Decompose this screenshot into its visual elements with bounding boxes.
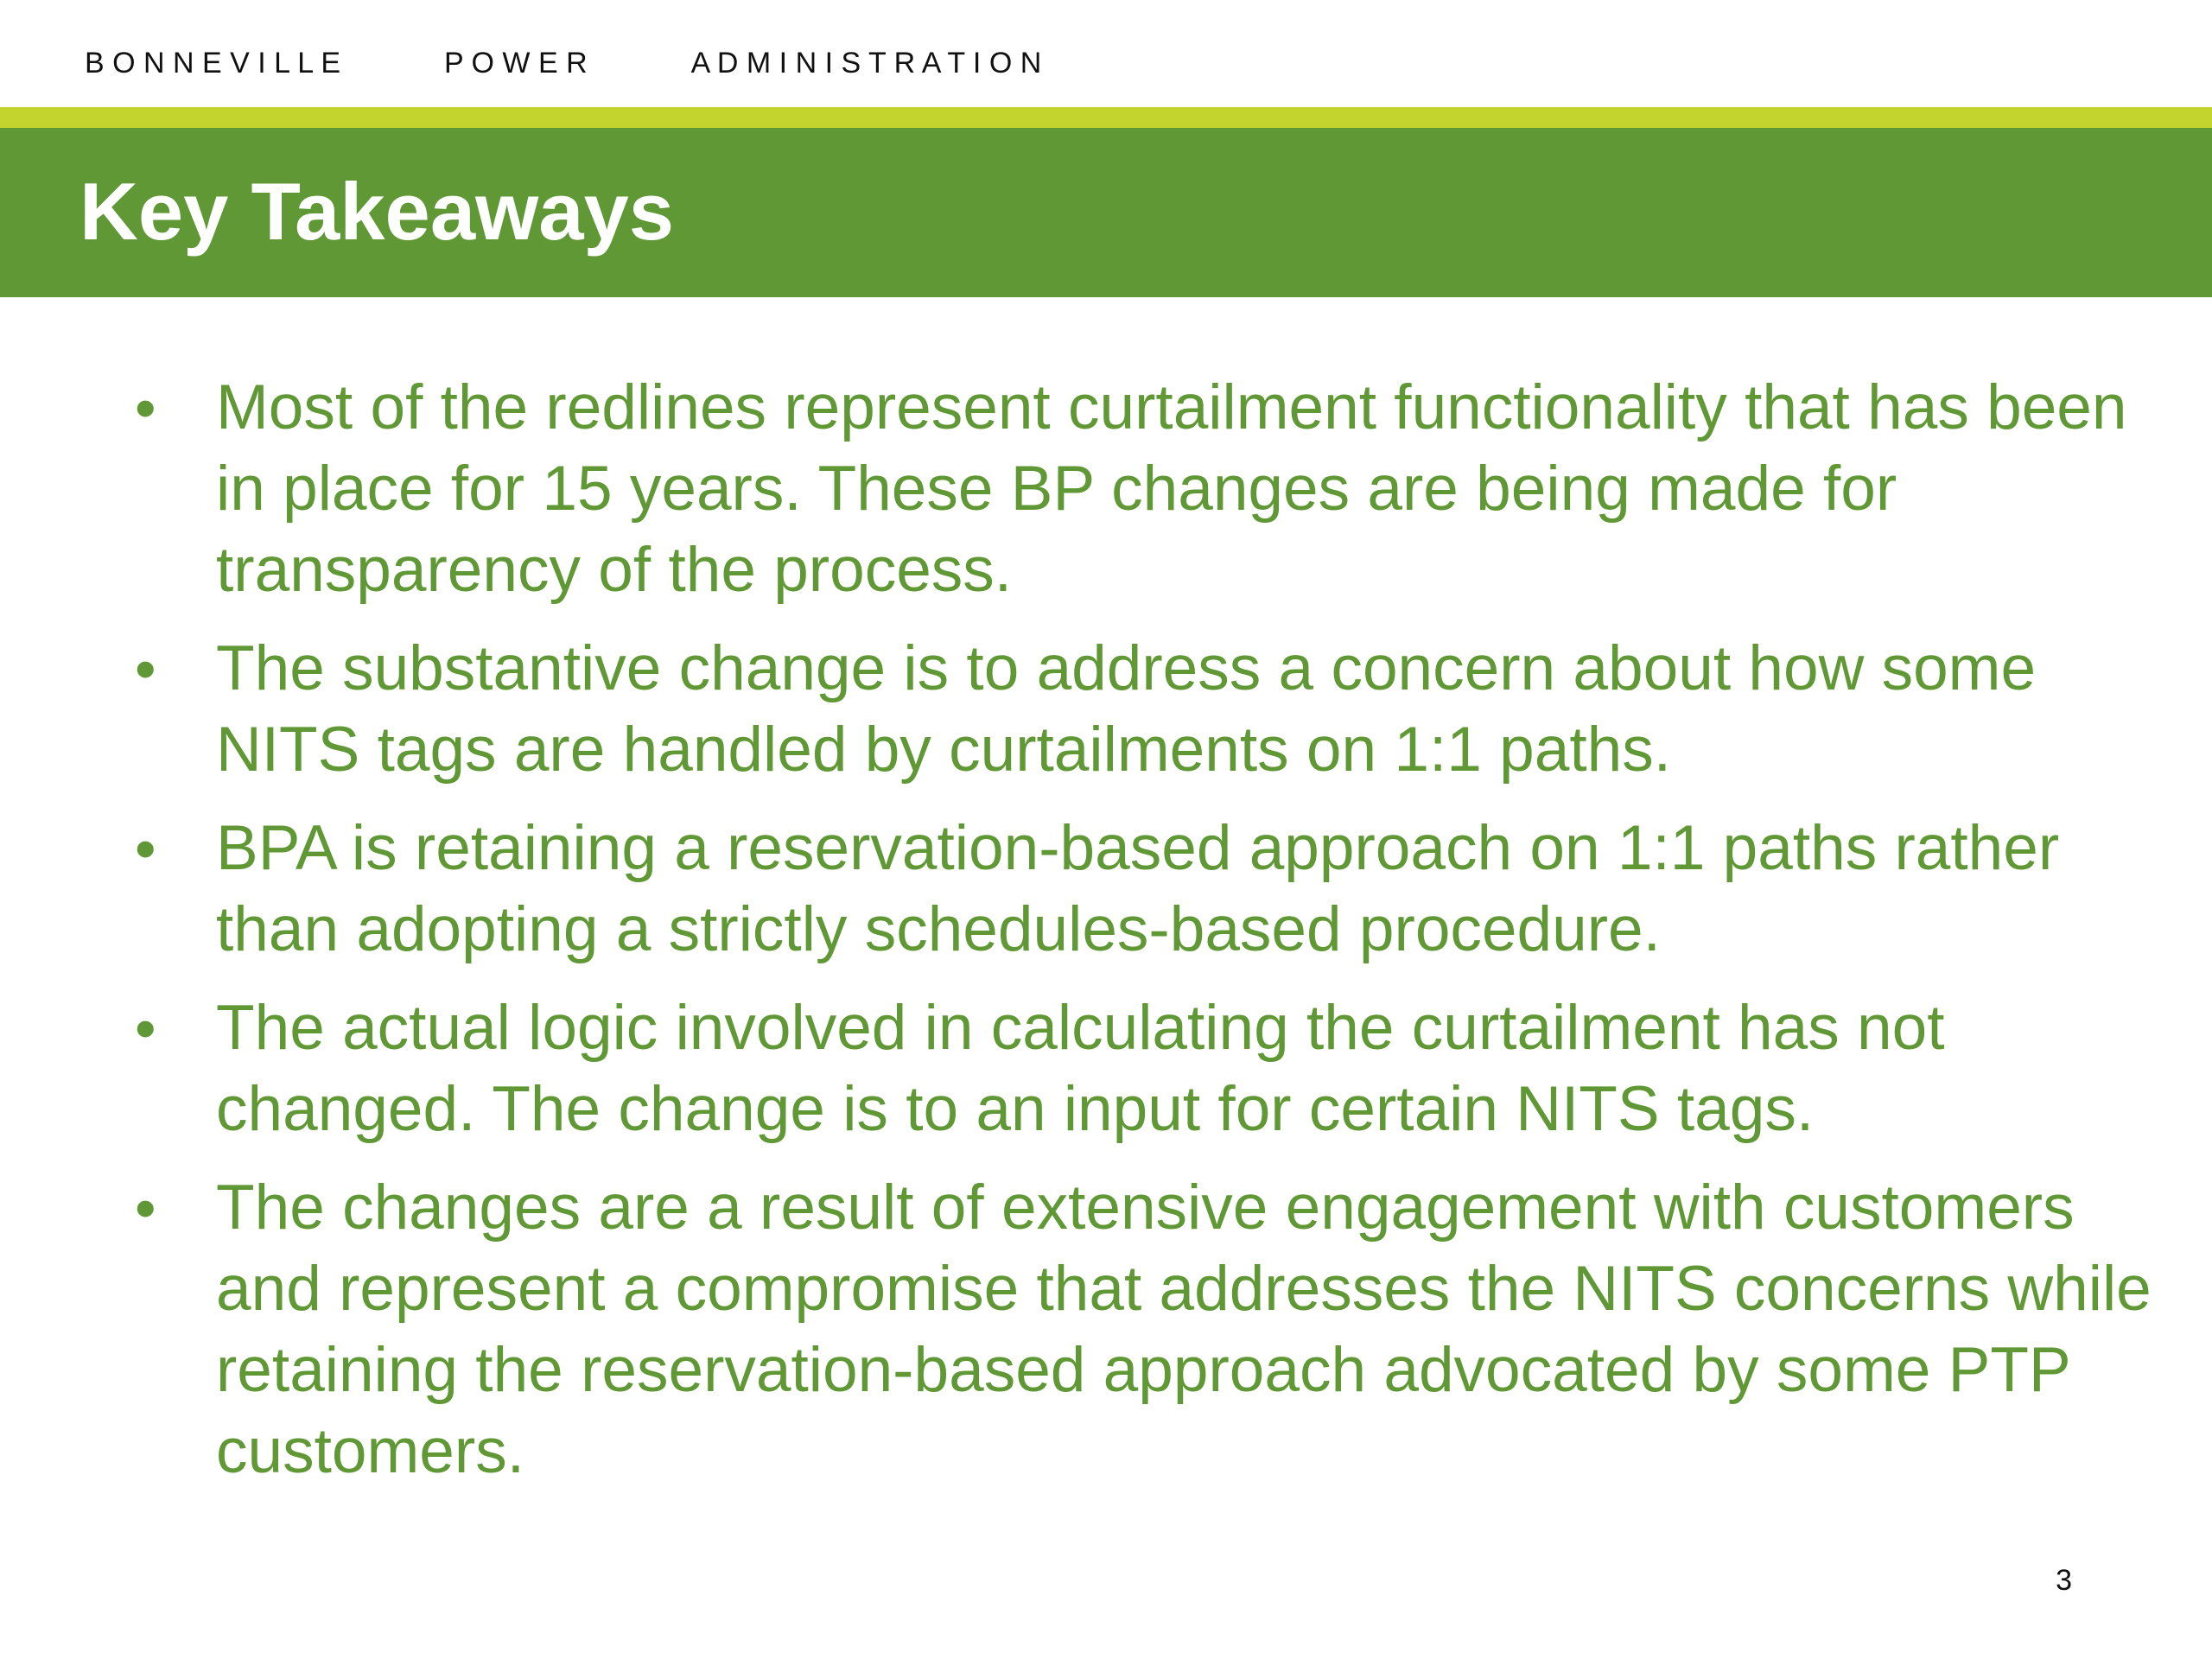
organization-header: B O N N E V I L L E P O W E R A D M I N …: [85, 40, 2141, 86]
org-word-power: P O W E R: [444, 46, 588, 79]
slide-title: Key Takeaways: [79, 166, 675, 257]
page-number: 3: [2056, 1564, 2072, 1597]
accent-divider: [0, 107, 2212, 128]
bullet-marker: •: [135, 374, 156, 442]
org-word-bonneville: B O N N E V I L L E: [85, 46, 341, 79]
bullet-item: • The substantive change is to address a…: [130, 628, 2177, 791]
bullet-text: BPA is retaining a reservation-based app…: [216, 813, 2060, 964]
bullet-item: • Most of the redlines represent curtail…: [130, 367, 2177, 611]
bullet-item: • The changes are a result of extensive …: [130, 1167, 2177, 1492]
bullet-text: The changes are a result of extensive en…: [216, 1173, 2152, 1486]
bullet-text: The actual logic involved in calculating…: [216, 993, 1945, 1144]
bullet-text: Most of the redlines represent curtailme…: [216, 372, 2127, 605]
bullet-marker: •: [135, 815, 156, 882]
bullet-marker: •: [135, 1174, 156, 1242]
title-band: [0, 128, 2212, 297]
bullet-item: • The actual logic involved in calculati…: [130, 988, 2177, 1150]
bullet-list: • Most of the redlines represent curtail…: [130, 367, 2177, 1510]
bullet-text: The substantive change is to address a c…: [216, 633, 2037, 785]
org-word-administration: A D M I N I S T R A T I O N: [690, 46, 1042, 79]
bullet-item: • BPA is retaining a reservation-based a…: [130, 808, 2177, 970]
bullet-marker: •: [135, 995, 156, 1062]
bullet-marker: •: [135, 635, 156, 702]
